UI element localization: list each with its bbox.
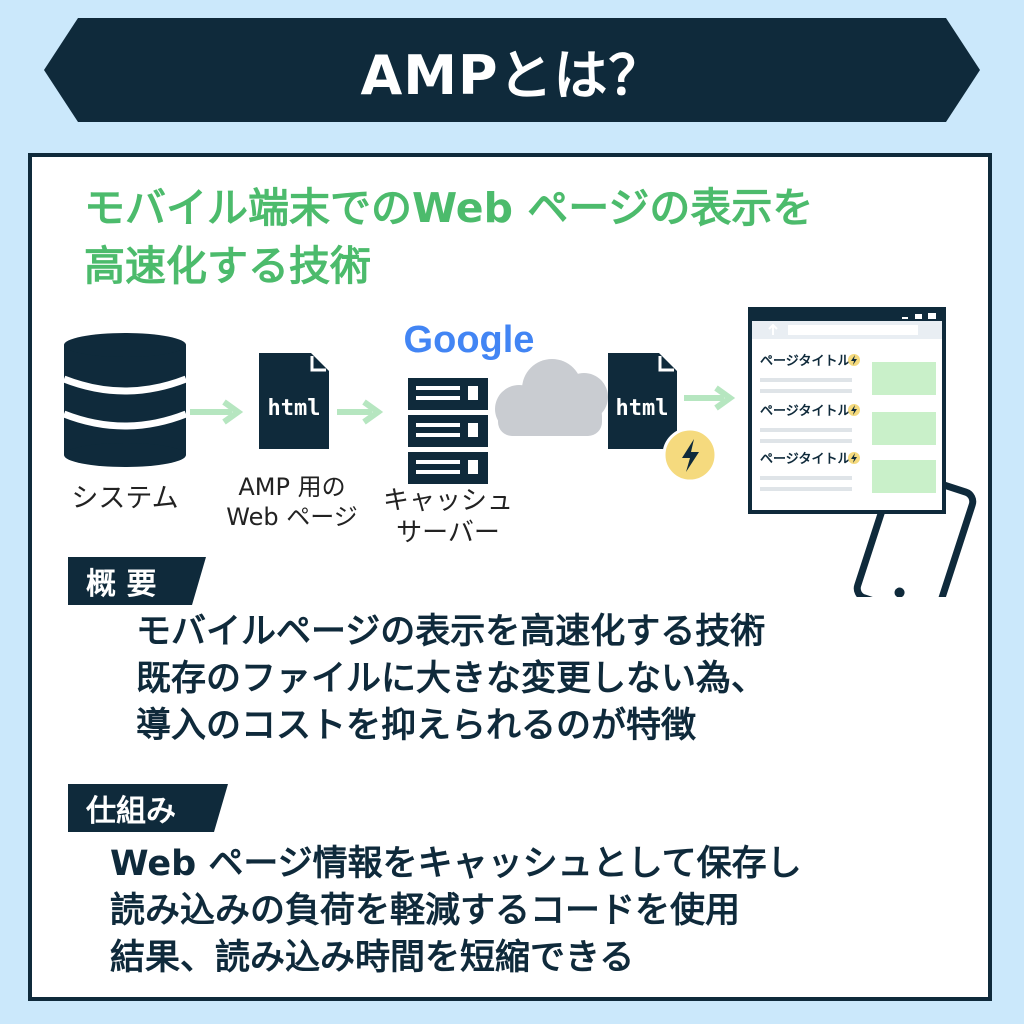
html-file-text-2: html: [616, 396, 669, 421]
headline: モバイル端末でのWeb ページの表示を 高速化する技術: [84, 179, 964, 295]
html-file-text: html: [268, 396, 321, 421]
content-card: モバイル端末でのWeb ページの表示を 高速化する技術 html G: [28, 153, 992, 1001]
browser-row-2: ページタイトル: [760, 404, 936, 445]
browser-row-3: ページタイトル: [760, 452, 936, 493]
arrow-3: [684, 385, 736, 411]
page-title-text-3: ページタイトル: [760, 452, 850, 467]
browser-row-1: ページタイトル: [760, 354, 936, 395]
cache-server-label-line-1: キャッシュ: [382, 486, 513, 516]
system-label: システム: [71, 483, 179, 514]
cloud-icon: [495, 359, 608, 436]
server-icon: [408, 378, 488, 484]
cache-server-label-line-2: サーバー: [396, 518, 500, 548]
mechanism-heading-text: 仕組み: [86, 794, 176, 829]
cache-server-label: キャッシュ サーバー: [378, 485, 518, 549]
overview-heading-text: 概 要: [86, 567, 157, 602]
google-logo: Google: [404, 319, 535, 361]
overview-line-2: 既存のファイルに大きな変更しない為、: [136, 659, 767, 699]
overview-heading: 概 要: [68, 557, 206, 605]
amp-page-label-line-2: Web ページ: [226, 503, 358, 531]
mechanism-line-1: Web ページ情報をキャッシュとして保存し: [110, 844, 802, 884]
overview-body: モバイルページの表示を高速化する技術 既存のファイルに大きな変更しない為、 導入…: [136, 609, 766, 750]
overview-line-1: モバイルページの表示を高速化する技術: [136, 612, 766, 652]
amp-page-label-line-1: AMP 用の: [238, 473, 346, 501]
database-icon: [62, 333, 188, 467]
overview-line-3: 導入のコストを抑えられるのが特徴: [136, 706, 697, 746]
arrow-1: [190, 399, 244, 425]
headline-line-1: モバイル端末でのWeb ページの表示を: [84, 184, 814, 232]
html-file-icon-2: html: [608, 353, 677, 449]
browser-window-icon: ページタイトル ページタイトル ページタイトル: [748, 307, 946, 514]
headline-line-2: 高速化する技術: [84, 242, 371, 290]
lightning-icon: [662, 427, 718, 483]
amp-page-label: AMP 用の Web ページ: [222, 472, 362, 532]
page-title-text-1: ページタイトル: [760, 354, 850, 369]
page-title-text-2: ページタイトル: [760, 404, 850, 419]
mechanism-line-3: 結果、読み込み時間を短縮できる: [110, 938, 635, 978]
mechanism-body: Web ページ情報をキャッシュとして保存し 読み込みの負荷を軽減するコードを使用…: [110, 841, 802, 982]
amp-flow-diagram: html Google: [62, 307, 977, 597]
arrow-2: [337, 399, 384, 425]
mechanism-line-2: 読み込みの負荷を軽減するコードを使用: [110, 891, 741, 931]
page-title: AMPとは？: [360, 43, 664, 107]
mechanism-heading: 仕組み: [68, 784, 228, 832]
html-file-icon: html: [259, 353, 329, 449]
title-banner: AMPとは？: [44, 18, 980, 122]
